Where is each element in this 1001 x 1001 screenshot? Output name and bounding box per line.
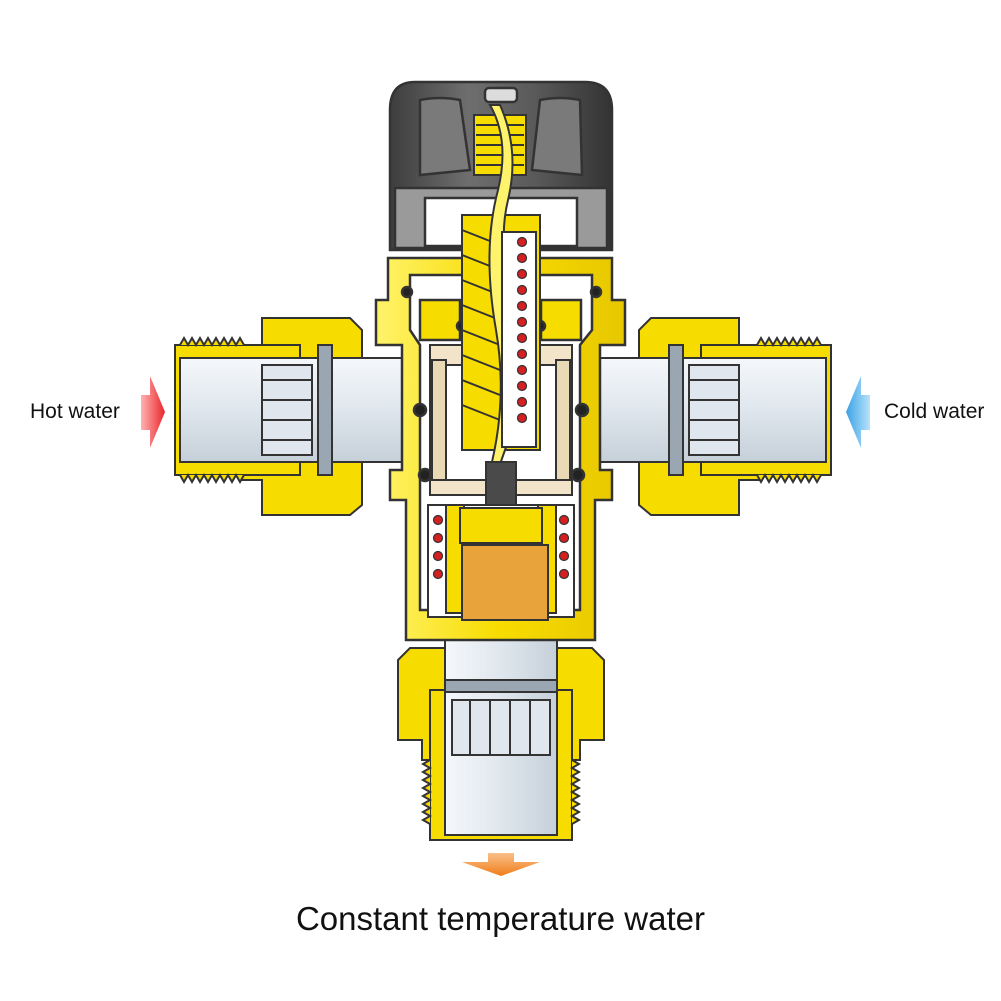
hot-water-label: Hot water [30, 400, 120, 423]
arrow-left-icon [846, 376, 870, 448]
piston-assembly [427, 504, 575, 621]
spindle-assembly [461, 104, 541, 515]
hot-inlet-fitting [174, 317, 421, 516]
arrow-down-icon [462, 853, 540, 876]
cold-inlet-fitting [579, 317, 832, 516]
cold-water-label: Cold water [884, 400, 985, 423]
outlet-label: Constant temperature water [295, 900, 706, 937]
arrow-right-icon [141, 376, 165, 448]
outlet-fitting [397, 639, 605, 841]
